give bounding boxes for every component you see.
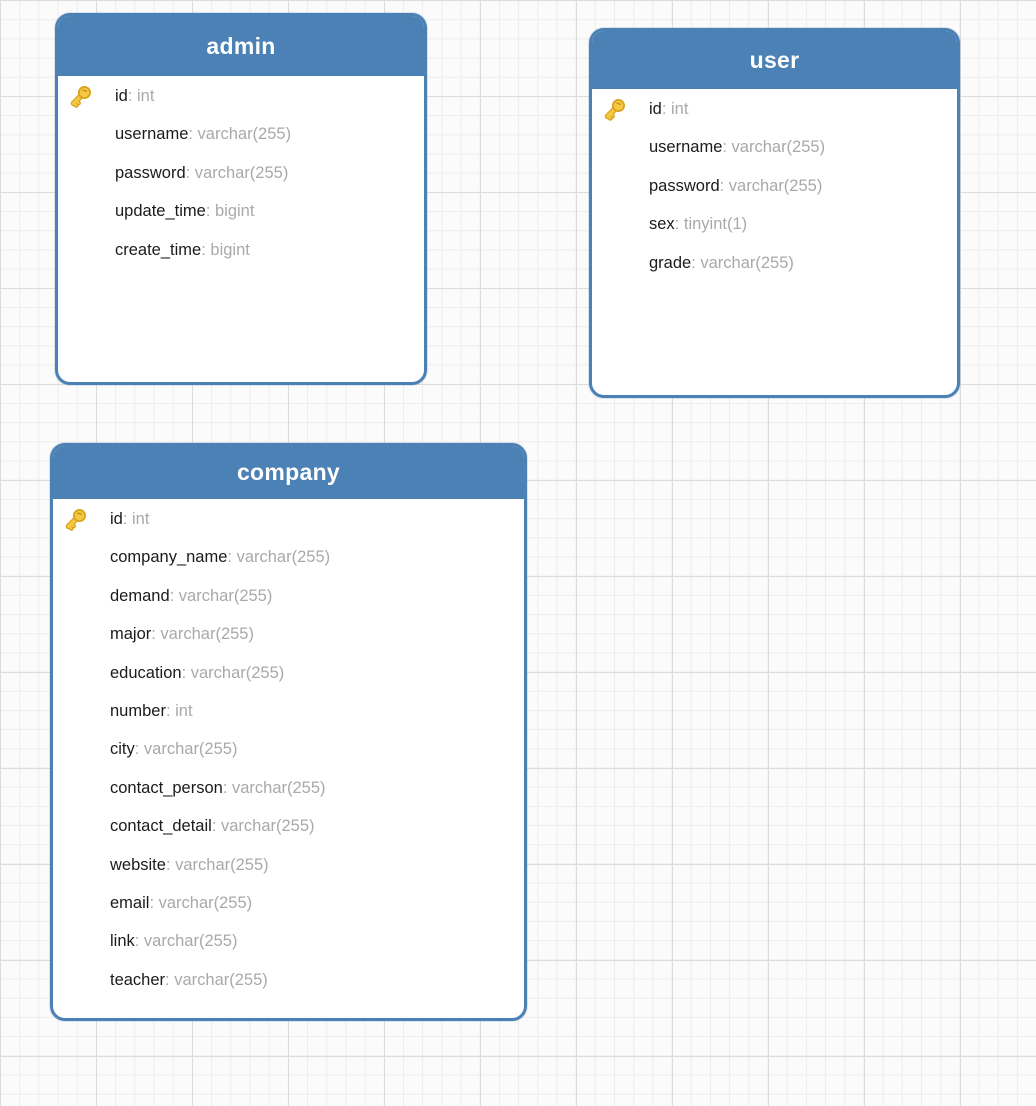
field-type: : bigint <box>205 202 255 221</box>
table-user[interactable]: user id : int username : varchar(255) pa… <box>589 28 960 398</box>
field-type: : tinyint(1) <box>674 215 748 234</box>
field-row-grade[interactable]: grade : varchar(255) <box>592 244 957 282</box>
field-row-username[interactable]: username : varchar(255) <box>58 115 424 153</box>
field-type: : int <box>165 701 193 720</box>
field-name: email <box>110 893 150 912</box>
field-type: : varchar(255) <box>211 817 315 836</box>
field-name: password <box>649 176 720 195</box>
field-row-link[interactable]: link : varchar(255) <box>53 922 524 960</box>
field-row-username[interactable]: username : varchar(255) <box>592 128 957 166</box>
field-type: : bigint <box>201 240 250 259</box>
field-row-website[interactable]: website : varchar(255) <box>53 846 524 884</box>
primary-key-icon <box>62 506 88 532</box>
field-type: : int <box>661 100 689 118</box>
field-type: : varchar(255) <box>134 740 238 759</box>
field-type: : varchar(255) <box>691 253 794 272</box>
field-name: teacher <box>110 970 166 989</box>
field-row-city[interactable]: city : varchar(255) <box>53 730 524 768</box>
field-type: : int <box>122 510 150 528</box>
table-body: id : int username : varchar(255) passwor… <box>592 89 957 282</box>
field-type: : varchar(255) <box>185 163 289 182</box>
field-name: id <box>649 100 662 118</box>
table-header[interactable]: user <box>592 31 957 89</box>
field-name: username <box>115 125 189 144</box>
field-type: : varchar(255) <box>165 855 269 874</box>
field-row-id[interactable]: id : int <box>58 77 424 115</box>
field-name: education <box>110 663 182 682</box>
field-type: : varchar(255) <box>719 176 823 195</box>
table-admin[interactable]: admin id : int username : varchar(255) p… <box>55 13 427 385</box>
table-body: id : int username : varchar(255) passwor… <box>58 76 424 269</box>
field-name: number <box>110 701 166 720</box>
field-name: grade <box>649 253 692 272</box>
field-row-number[interactable]: number : int <box>53 692 524 730</box>
field-row-education[interactable]: education : varchar(255) <box>53 654 524 692</box>
field-row-contact_person[interactable]: contact_person : varchar(255) <box>53 769 524 807</box>
field-name: company_name <box>110 548 228 567</box>
field-type: : varchar(255) <box>222 778 326 797</box>
field-name: link <box>110 932 135 951</box>
table-header[interactable]: company <box>53 446 524 499</box>
field-row-password[interactable]: password : varchar(255) <box>592 167 957 205</box>
field-row-demand[interactable]: demand : varchar(255) <box>53 577 524 615</box>
field-type: : varchar(255) <box>188 125 292 144</box>
field-name: contact_detail <box>110 817 212 836</box>
field-name: password <box>115 163 186 182</box>
primary-key-icon <box>601 96 627 122</box>
field-row-email[interactable]: email : varchar(255) <box>53 884 524 922</box>
field-row-contact_detail[interactable]: contact_detail : varchar(255) <box>53 807 524 845</box>
field-name: username <box>649 138 723 157</box>
field-row-update_time[interactable]: update_time : bigint <box>58 192 424 230</box>
field-type: : varchar(255) <box>165 970 268 989</box>
field-type: : varchar(255) <box>134 932 238 951</box>
field-row-password[interactable]: password : varchar(255) <box>58 154 424 192</box>
field-type: : varchar(255) <box>149 893 253 912</box>
table-title: user <box>749 46 800 73</box>
field-name: major <box>110 625 152 644</box>
table-title: company <box>236 459 341 485</box>
field-name: update_time <box>115 202 206 221</box>
field-row-company_name[interactable]: company_name : varchar(255) <box>53 538 524 576</box>
table-company[interactable]: company id : int company_name : varchar(… <box>50 443 527 1021</box>
field-row-teacher[interactable]: teacher : varchar(255) <box>53 961 524 999</box>
table-header[interactable]: admin <box>58 16 424 76</box>
field-type: : varchar(255) <box>181 663 285 682</box>
field-name: city <box>110 740 135 759</box>
field-type: : int <box>127 87 155 105</box>
field-name: id <box>110 510 123 528</box>
field-type: : varchar(255) <box>169 586 273 605</box>
field-type: : varchar(255) <box>151 625 254 644</box>
table-body: id : int company_name : varchar(255) dem… <box>53 499 524 999</box>
field-name: contact_person <box>110 778 223 797</box>
primary-key-icon <box>67 83 93 109</box>
field-row-id[interactable]: id : int <box>53 500 524 538</box>
table-title: admin <box>206 32 276 59</box>
field-name: demand <box>110 586 170 605</box>
field-row-major[interactable]: major : varchar(255) <box>53 615 524 653</box>
field-row-sex[interactable]: sex : tinyint(1) <box>592 205 957 243</box>
field-type: : varchar(255) <box>722 138 826 157</box>
field-name: create_time <box>115 240 202 259</box>
field-row-create_time[interactable]: create_time : bigint <box>58 231 424 269</box>
field-name: website <box>110 855 166 874</box>
field-row-id[interactable]: id : int <box>592 90 957 128</box>
field-name: sex <box>649 215 675 234</box>
field-type: : varchar(255) <box>227 548 331 567</box>
field-name: id <box>115 87 128 105</box>
